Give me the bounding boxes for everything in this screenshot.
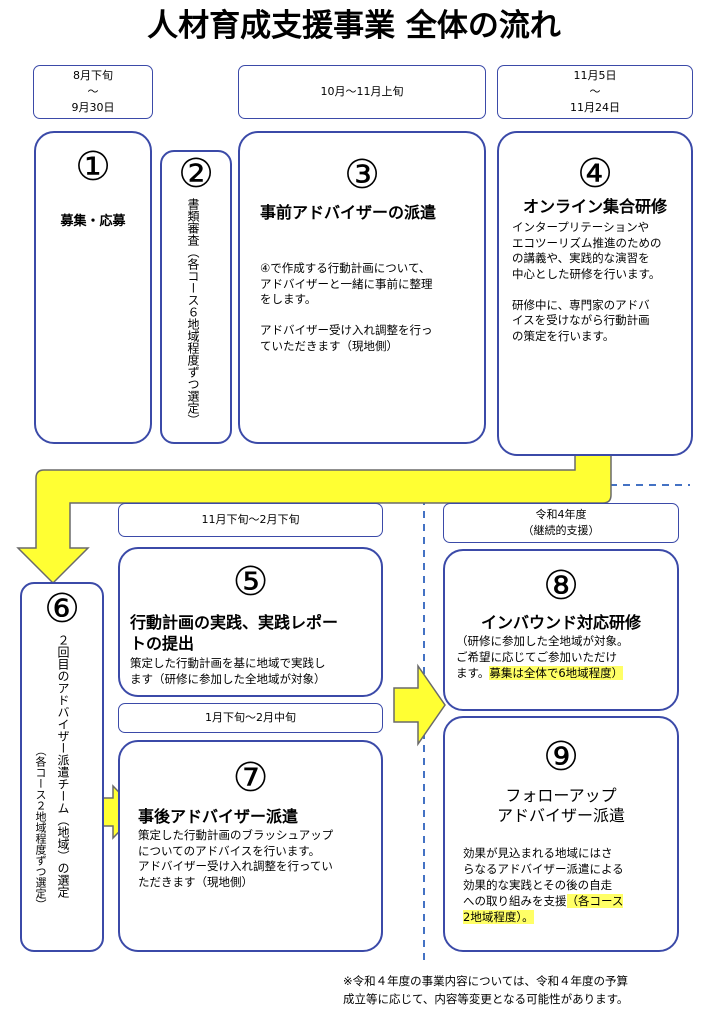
step-8-heading: インバウンド対応研修	[480, 613, 641, 632]
step-8-body-line1: （研修に参加した全地域が対象。	[456, 634, 629, 648]
flow-arrow-to-8-9	[393, 663, 446, 747]
step-9-body-line3: 効果的な実践とその後の自走	[463, 878, 613, 892]
step-7-box	[118, 740, 383, 952]
step-8-box	[443, 549, 679, 711]
step-8-body-line2: ご希望に応じてご参加いただけ	[456, 650, 617, 664]
step-9-body-line2: らなるアドバイザー派遣による	[463, 862, 624, 876]
date-box-3: 10月～11月上旬	[238, 65, 486, 119]
step-8-number: ⑧	[543, 563, 579, 609]
step-4-body: インタープリテーションや エコツーリズム推進のための の講義や、実践的な演習を …	[512, 220, 662, 343]
step-9-highlight-b: 2地域程度）。	[463, 910, 534, 924]
step-4-heading: オンライン集合研修	[522, 197, 667, 216]
date-box-7: 1月下旬～2月中旬	[118, 703, 383, 733]
step-5-heading-line2: トの提出	[130, 634, 195, 653]
step-3-box	[238, 131, 486, 444]
step-9-heading-line1: フォローアップ	[505, 786, 617, 805]
step-4-box	[497, 131, 693, 456]
step-7-number: ⑦	[232, 755, 269, 801]
date-box-8: 令和4年度 （継続的支援）	[443, 503, 679, 543]
step-8-highlight: 募集は全体で6地域程度）	[489, 666, 624, 680]
step-4-number: ④	[577, 151, 613, 197]
date-box-4: 11月5日 ～ 11月24日	[497, 65, 693, 119]
step-6-box	[20, 582, 104, 952]
step-3-body: ④で作成する行動計画について、 アドバイザーと一緒に事前に整理 をします。 アド…	[260, 261, 433, 353]
step-1-box	[34, 131, 152, 444]
step-1-number: ①	[75, 144, 111, 190]
step-2-vertical-text: 書類審査（各コース６地域程度ずつ選定）	[186, 198, 200, 426]
step-5-heading-line1: 行動計画の実践、実践レポー	[130, 613, 339, 632]
step-3-number: ③	[344, 152, 380, 198]
step-2-number: ②	[178, 151, 214, 197]
step-9-number: ⑨	[543, 734, 579, 780]
date-box-5: 11月下旬～2月下旬	[118, 503, 383, 537]
step-9-body-line5: 2地域程度）。	[463, 910, 534, 926]
step-9-body-line4: への取り組みを支援（各コース	[463, 894, 624, 910]
step-5-number: ⑤	[232, 559, 269, 605]
step-7-body: 策定した行動計画のブラッシュアップ についてのアドバイスを行います。 アドバイザ…	[138, 828, 334, 889]
step-2-box	[160, 150, 232, 444]
step-3-heading: 事前アドバイザーの派遣	[260, 203, 437, 222]
step-6-vertical-text-1: ２回目のアドバイザー派遣チーム（地域）の選定	[56, 634, 70, 898]
step-6-vertical-text-2: （各コース２地域程度ずつ選定）	[34, 745, 47, 910]
step-7-heading: 事後アドバイザー派遣	[138, 807, 299, 826]
footnote-line1: ※令和４年度の事業内容については、令和４年度の予算	[343, 974, 629, 988]
flow-arrow-4-to-6	[16, 431, 612, 585]
step-9-body-line4-text: への取り組みを支援	[463, 894, 567, 908]
step-8-body-line3: ます。募集は全体で6地域程度）	[456, 666, 624, 682]
step-6-number: ⑥	[44, 586, 80, 632]
step-5-body: 策定した行動計画を基に地域で実践し ます（研修に参加した全地域が対象）	[130, 656, 326, 686]
step-9-body-line1: 効果が見込まれる地域にはさ	[463, 846, 613, 860]
page-title: 人材育成支援事業 全体の流れ	[147, 8, 561, 44]
step-9-highlight-a: （各コース	[566, 894, 624, 908]
step-5-box	[118, 547, 383, 697]
footnote-line2: 成立等に応じて、内容等変更となる可能性があります。	[343, 992, 629, 1006]
step-1-heading: 募集・応募	[60, 214, 126, 229]
step-8-body-line3-text: ます。	[456, 666, 490, 680]
date-box-1: 8月下旬 ～ 9月30日	[33, 65, 153, 119]
step-9-box	[443, 716, 679, 952]
step-9-heading-line2: アドバイザー派遣	[496, 806, 625, 825]
